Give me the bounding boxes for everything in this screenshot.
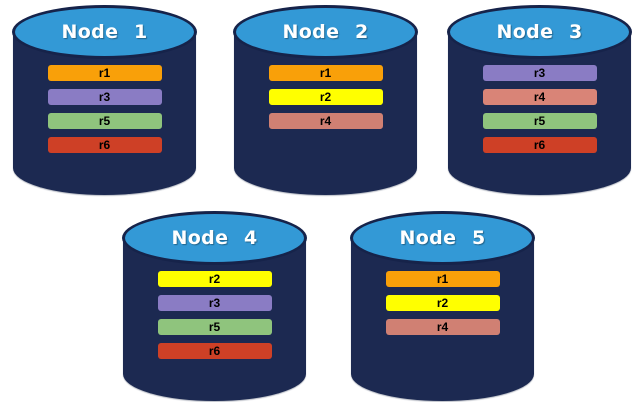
replica-bar: r2 — [268, 89, 383, 105]
node-5-cylinder: Node 5 r1 r2 r4 — [350, 211, 535, 401]
replica-bar: r3 — [482, 65, 597, 81]
node-title: Node 5 — [399, 227, 486, 249]
cylinder-top: Node 4 — [122, 211, 307, 265]
cylinder-top: Node 3 — [447, 5, 632, 59]
node-1-cylinder: Node 1 r1 r3 r5 r6 — [12, 5, 197, 195]
replica-bar: r6 — [157, 343, 272, 359]
replica-bar: r3 — [47, 89, 162, 105]
cylinder-top: Node 2 — [233, 5, 418, 59]
node-title: Node 1 — [61, 21, 148, 43]
node-title: Node 2 — [282, 21, 369, 43]
replica-bar: r5 — [47, 113, 162, 129]
replica-bar: r5 — [482, 113, 597, 129]
node-2-cylinder: Node 2 r1 r2 r4 — [233, 5, 418, 195]
replica-bar: r5 — [157, 319, 272, 335]
replica-bar: r2 — [157, 271, 272, 287]
replica-bar: r4 — [482, 89, 597, 105]
replica-bar-list: r3 r4 r5 r6 — [447, 65, 632, 161]
replica-bar: r1 — [268, 65, 383, 81]
replica-bar: r6 — [47, 137, 162, 153]
replica-bar: r6 — [482, 137, 597, 153]
replica-bar: r2 — [385, 295, 500, 311]
node-4-cylinder: Node 4 r2 r3 r5 r6 — [122, 211, 307, 401]
replica-bar-list: r1 r2 r4 — [350, 271, 535, 343]
replica-bar: r1 — [385, 271, 500, 287]
replica-bar-list: r1 r3 r5 r6 — [12, 65, 197, 161]
cylinder-top: Node 1 — [12, 5, 197, 59]
replica-bar: r3 — [157, 295, 272, 311]
node-3-cylinder: Node 3 r3 r4 r5 r6 — [447, 5, 632, 195]
node-title: Node 4 — [171, 227, 258, 249]
replica-bar: r4 — [268, 113, 383, 129]
replica-bar: r4 — [385, 319, 500, 335]
replica-bar-list: r1 r2 r4 — [233, 65, 418, 137]
replica-bar: r1 — [47, 65, 162, 81]
cylinder-top: Node 5 — [350, 211, 535, 265]
node-title: Node 3 — [496, 21, 583, 43]
replica-bar-list: r2 r3 r5 r6 — [122, 271, 307, 367]
